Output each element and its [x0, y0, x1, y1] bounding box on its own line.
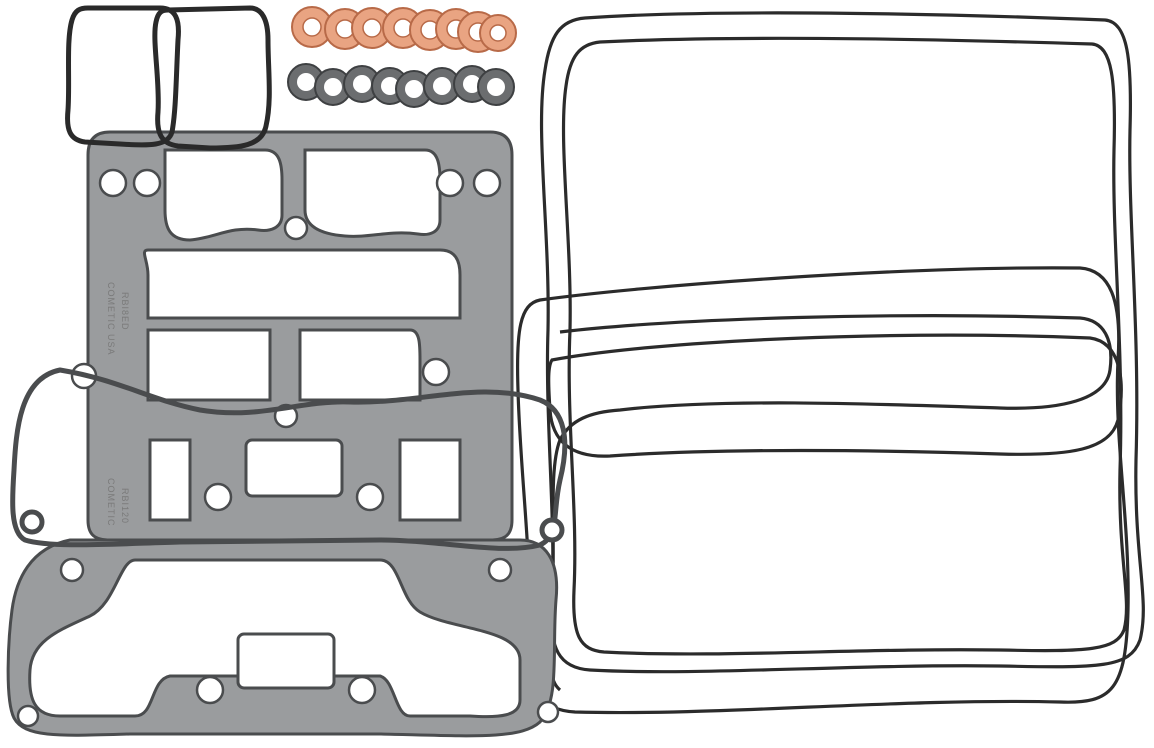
upper-gasket-top-cutout-right — [303, 148, 442, 238]
middle-gasket-bolt-hole — [19, 509, 45, 535]
upper-gasket-top-cutout-left — [163, 148, 284, 242]
middle-gasket-outline — [10, 367, 568, 551]
upper-gasket-bolt-hole — [132, 168, 162, 198]
rocker-seal-outer-top — [539, 11, 1145, 674]
copper-washers — [291, 6, 517, 53]
upper-gasket-bolt-hole — [421, 357, 451, 387]
lower-gasket-part-number: RBI120 — [120, 488, 130, 524]
lower-gasket-bolt-hole — [195, 675, 225, 705]
fiber-washer — [477, 68, 515, 106]
upper-gasket-bolt-hole — [283, 215, 309, 241]
lower-gasket-body — [6, 538, 559, 738]
lower-gasket-bolt-hole — [59, 557, 85, 583]
copper-washer — [291, 6, 333, 48]
middle-gasket-bolt-hole — [539, 517, 565, 543]
fiber-washers — [287, 63, 515, 108]
fiber-washer — [423, 67, 461, 105]
upper-gasket-bolt-hole — [355, 482, 385, 512]
lower-gasket-bolt-hole — [16, 704, 40, 728]
upper-gasket-bolt-hole — [98, 168, 128, 198]
middle-gasket-ring — [10, 367, 568, 551]
small-oring-right — [152, 5, 272, 151]
copper-washer — [479, 14, 517, 52]
small-orings — [65, 5, 272, 151]
upper-gasket-maker-mark: COMETIC USA — [106, 282, 116, 356]
lower-gasket-bolt-hole — [536, 700, 560, 724]
small-oring-left — [65, 5, 181, 148]
upper-flat-gasket: RBI8ED COMETIC USA RBI120 COMETIC — [70, 130, 514, 542]
upper-gasket-bolt-hole — [472, 168, 502, 198]
lower-gasket-window — [236, 632, 336, 690]
upper-gasket-bolt-hole — [203, 482, 233, 512]
upper-gasket-window — [244, 438, 344, 498]
upper-gasket-part-number: RBI8ED — [120, 292, 130, 331]
lower-gasket-bolt-hole — [347, 675, 377, 705]
upper-gasket-bolt-hole — [435, 168, 465, 198]
lower-gasket-maker-mark: COMETIC — [106, 478, 116, 527]
lower-gasket-bolt-hole — [487, 557, 513, 583]
lower-flat-gasket — [6, 538, 560, 738]
